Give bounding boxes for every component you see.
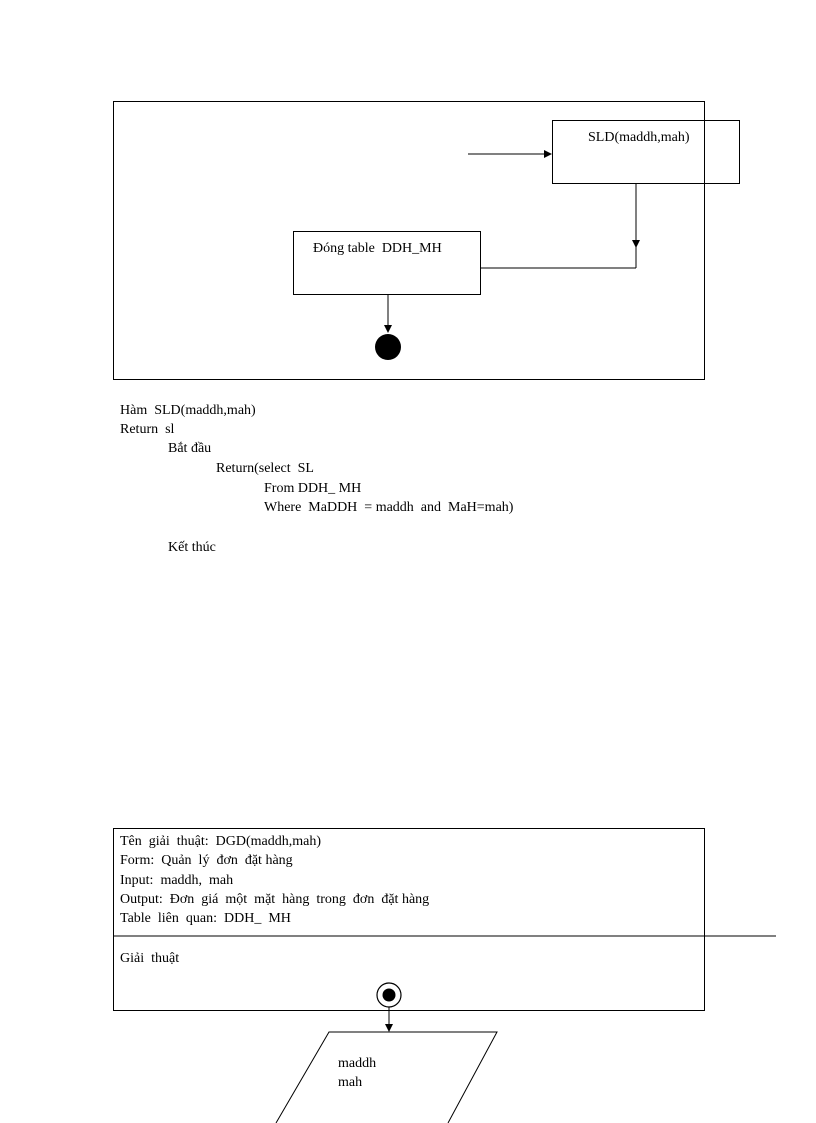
spec-output: Output: Đơn giá một mặt hàng trong đơn đ…: [120, 892, 430, 907]
func-where: Where MaDDH = maddh and MaH=mah): [264, 500, 514, 515]
spec-form: Form: Quản lý đơn đặt hàng: [120, 853, 293, 868]
spec-box: [113, 828, 705, 1011]
func-begin: Bắt đầu: [168, 441, 212, 456]
node-sld-label: SLD(maddh,mah): [588, 130, 690, 145]
end-node-icon: [375, 334, 401, 360]
node-close-table-label: Đóng table DDH_MH: [313, 241, 442, 256]
arrowhead-to-end: [384, 325, 392, 333]
input-mah: mah: [338, 1075, 363, 1090]
input-parallelogram: [275, 1031, 498, 1123]
input-maddh: maddh: [338, 1056, 377, 1071]
node-sld-function: SLD(maddh,mah): [552, 120, 740, 184]
diagram-frame-sld: [113, 101, 705, 380]
func-from: From DDH_ MH: [264, 481, 362, 496]
spec-table: Table liên quan: DDH_ MH: [120, 911, 291, 926]
spec-algo-label: Giải thuật: [120, 951, 180, 966]
spec-name: Tên giải thuật: DGD(maddh,mah): [120, 834, 322, 849]
func-select: Return(select SL: [216, 461, 314, 476]
func-header: Hàm SLD(maddh,mah): [120, 403, 256, 418]
func-return: Return sl: [120, 422, 175, 437]
func-end: Kết thúc: [168, 540, 216, 555]
arrowhead-to-input: [385, 1024, 393, 1032]
spec-input: Input: maddh, mah: [120, 873, 234, 888]
arrowhead-into-sld: [544, 150, 552, 158]
arrowhead-sld-down: [632, 240, 640, 248]
start-node-inner-icon: [382, 988, 396, 1002]
node-close-table: Đóng table DDH_MH: [293, 231, 481, 295]
